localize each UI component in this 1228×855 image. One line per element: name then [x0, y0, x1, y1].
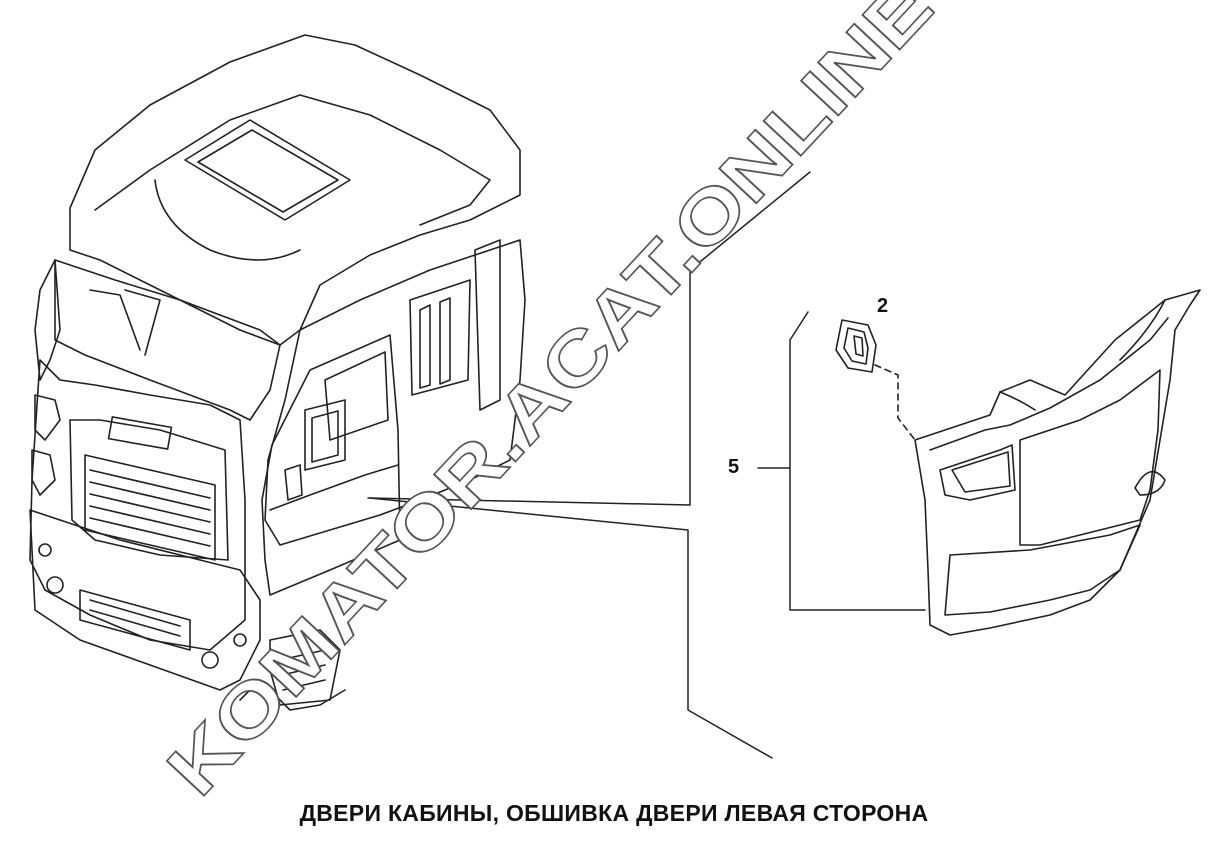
- callout-2: 2: [877, 295, 889, 317]
- diagram-caption: ДВЕРИ КАБИНЫ, ОБШИВКА ДВЕРИ ЛЕВАЯ СТОРОН…: [299, 800, 929, 826]
- leader-lines: [367, 171, 926, 759]
- callout-5: 5: [728, 456, 740, 478]
- truck-cab-illustration: [29, 34, 526, 711]
- part-2-grommet: [835, 319, 916, 441]
- part-5-door-trim-panel: [914, 289, 1201, 636]
